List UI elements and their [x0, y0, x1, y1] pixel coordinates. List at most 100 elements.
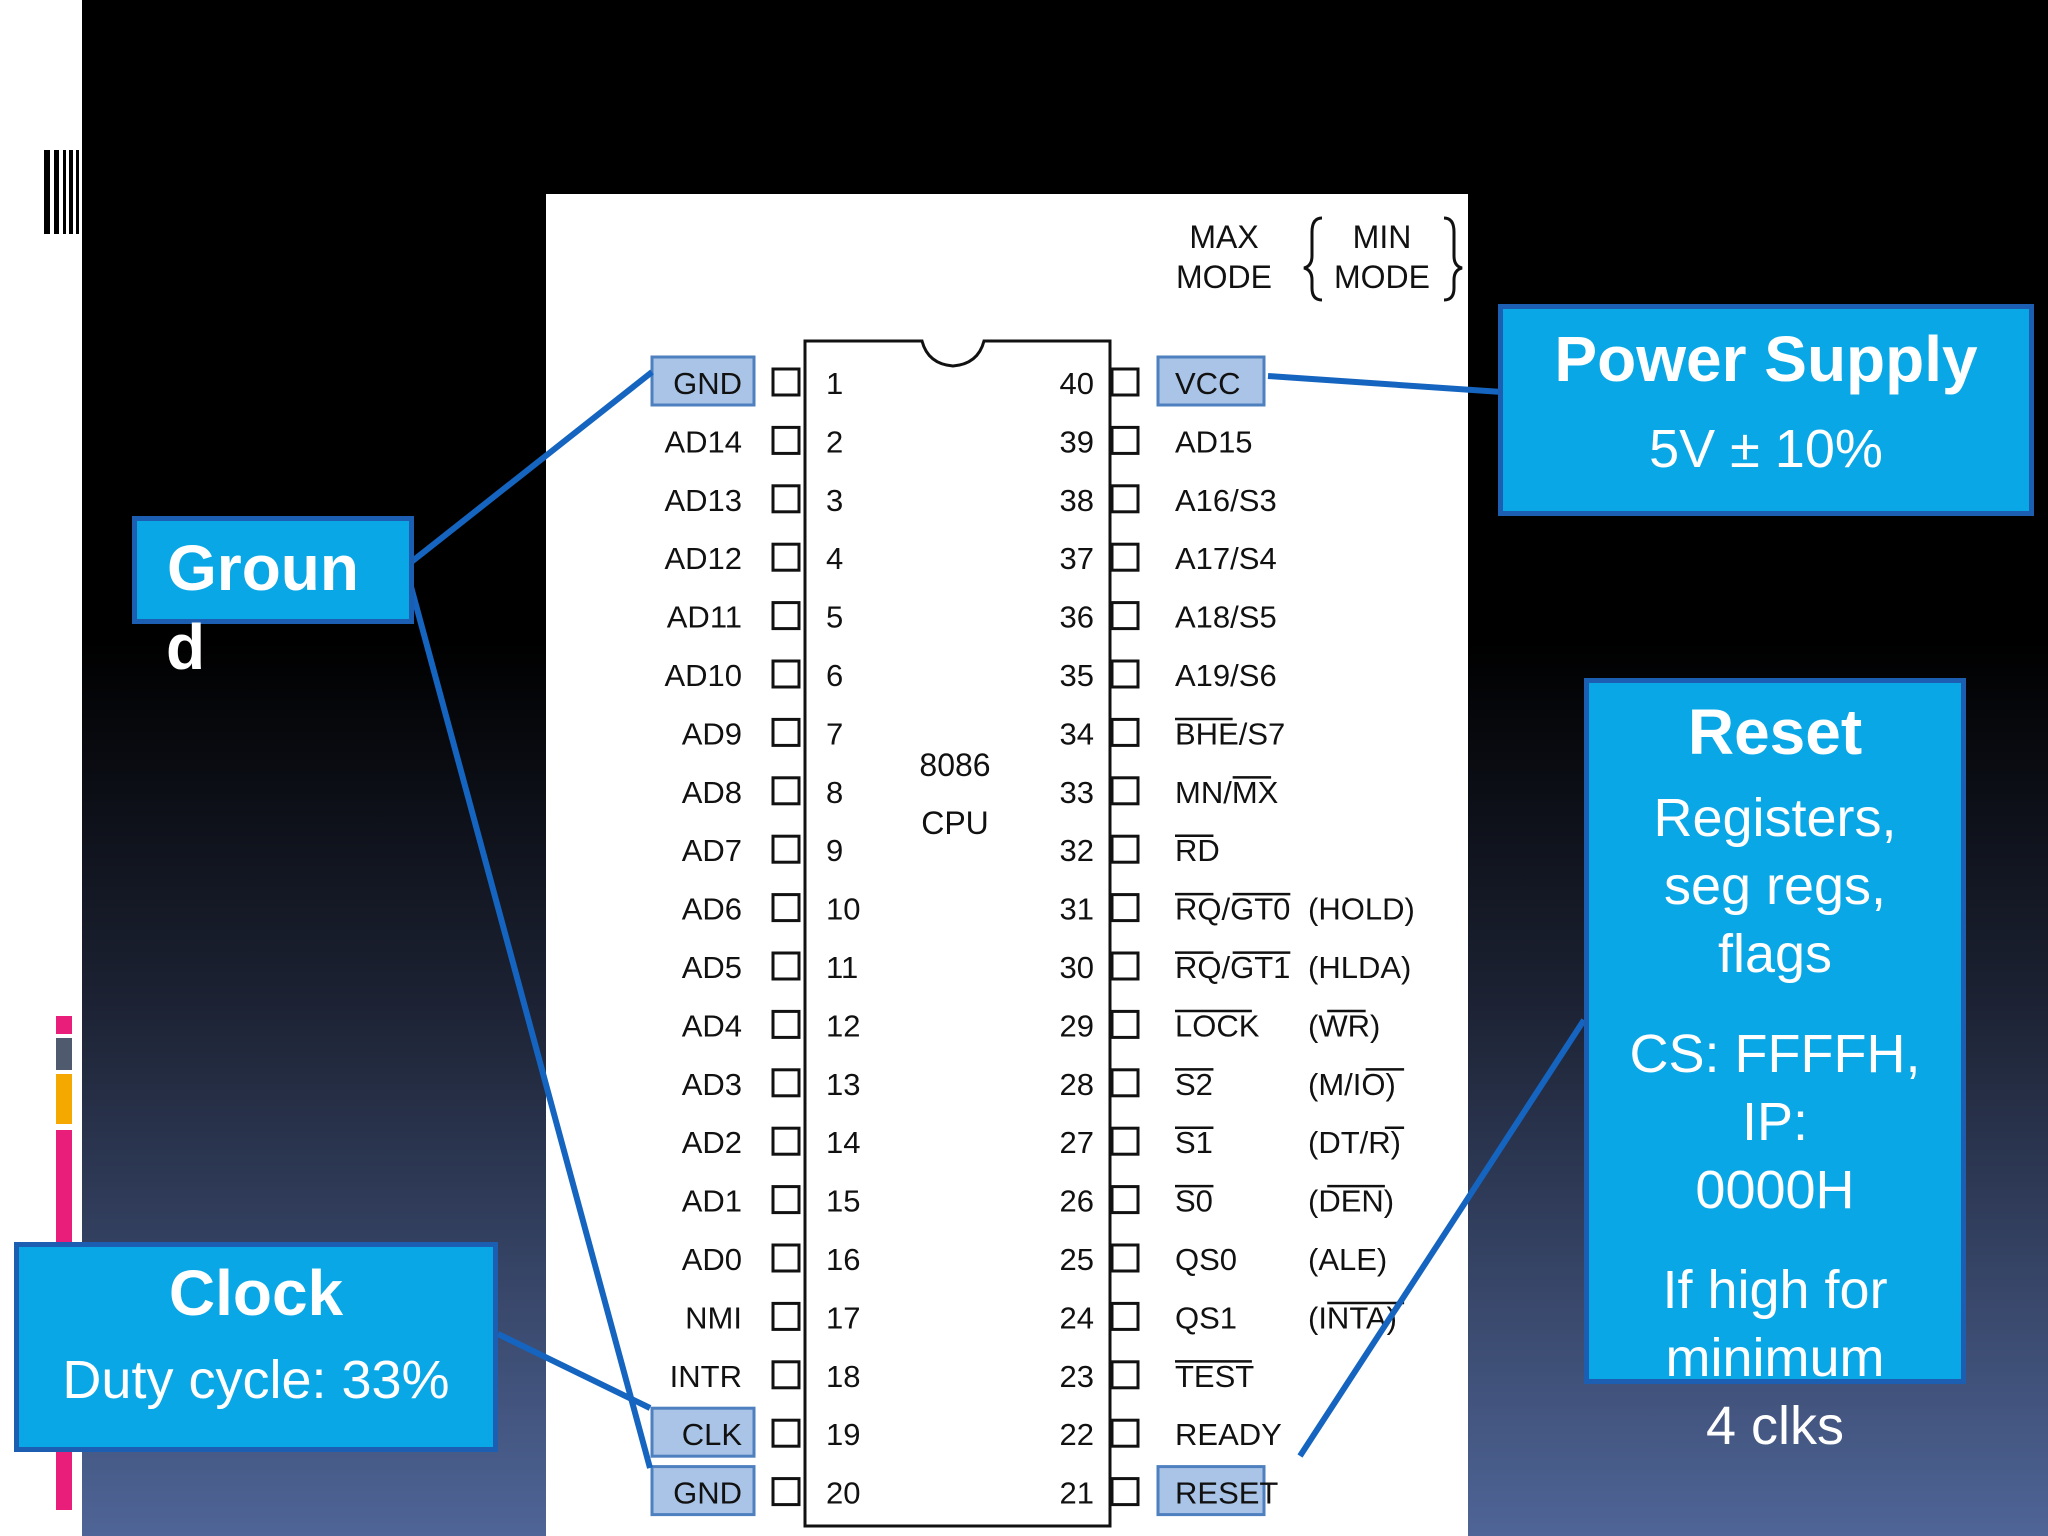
- pin-label: NMI: [685, 1300, 742, 1335]
- reset-line: seg regs,: [1663, 856, 1887, 916]
- pin-number: 21: [1060, 1476, 1094, 1511]
- pin-number: 28: [1060, 1067, 1094, 1102]
- pin-box: [771, 1068, 801, 1098]
- pin-number: 13: [826, 1067, 860, 1102]
- pin-label: AD9: [682, 716, 742, 751]
- power-leader-line: [1267, 373, 1503, 395]
- pin-box: [771, 484, 801, 514]
- pin-box: [771, 367, 801, 397]
- reset-line: IP:: [1741, 1092, 1809, 1152]
- clock-title: Clock: [168, 1257, 344, 1329]
- reset-lines-b: CS: FFFFH, IP: 0000H: [1584, 1020, 1966, 1224]
- clock-callout: Clock Duty cycle: 33%: [14, 1242, 498, 1452]
- clock-detail: Duty cycle: 33%: [62, 1350, 450, 1410]
- pin-label: AD6: [682, 892, 742, 927]
- max-mode-label-line2: MODE: [1176, 259, 1272, 295]
- reset-line: 0000H: [1695, 1160, 1855, 1220]
- power-supply-title: Power Supply: [1554, 323, 1978, 395]
- pin-box: [1110, 1301, 1140, 1331]
- pin-box: [1110, 1068, 1140, 1098]
- min-mode-brace-right: [1443, 216, 1463, 302]
- pin-number: 2: [826, 424, 843, 459]
- clock-leader-line: [496, 1331, 652, 1411]
- pin-label: QS0: [1175, 1242, 1237, 1277]
- pin-box: [771, 1009, 801, 1039]
- pin-label: AD0: [682, 1242, 742, 1277]
- pin-label: A18/S5: [1175, 600, 1277, 635]
- pin-box: [771, 834, 801, 864]
- pin-min-mode-label: (WR): [1308, 1008, 1380, 1043]
- pin-box: [1110, 1243, 1140, 1273]
- pin-number: 1: [826, 366, 843, 401]
- reset-lines-a: Registers, seg regs, flags: [1584, 784, 1966, 988]
- pin-number: 36: [1060, 600, 1094, 635]
- pin-label: RD: [1175, 833, 1220, 868]
- pin-label: BHE/S7: [1175, 716, 1285, 751]
- chip-name: 8086: [919, 747, 990, 783]
- ground-callout: Groun: [132, 516, 414, 624]
- pin-box: [1110, 1185, 1140, 1215]
- pin-box: [771, 951, 801, 981]
- reset-title: Reset: [1687, 696, 1863, 768]
- min-mode-label-line2: MODE: [1334, 259, 1430, 295]
- reset-callout: [1584, 678, 1966, 1384]
- pin-number: 23: [1060, 1359, 1094, 1394]
- pin-box: [1110, 717, 1140, 747]
- pin-box: [771, 1360, 801, 1390]
- pin-box: [771, 717, 801, 747]
- pin-box: [771, 893, 801, 923]
- ground-callout-title: Groun: [167, 532, 359, 604]
- pin-highlight-clk: [650, 1406, 756, 1458]
- pin-label: GND: [673, 366, 742, 401]
- min-mode-brace-left: [1303, 216, 1323, 302]
- pin-label: AD4: [682, 1008, 742, 1043]
- power-supply-callout: Power Supply 5V ± 10%: [1498, 304, 2034, 516]
- pin-number: 17: [826, 1300, 860, 1335]
- pin-label: RQ/GT0: [1175, 892, 1290, 927]
- reset-lines-c: If high for minimum 4 clks: [1584, 1256, 1966, 1460]
- pin-number: 5: [826, 600, 843, 635]
- pin-box: [771, 1418, 801, 1448]
- pin-number: 33: [1060, 775, 1094, 810]
- pin-number: 40: [1060, 366, 1094, 401]
- pin-number: 39: [1060, 424, 1094, 459]
- pin-label: INTR: [670, 1359, 742, 1394]
- pin-box: [1110, 484, 1140, 514]
- pin-highlight-vcc: [1156, 355, 1266, 407]
- pin-box: [1110, 1418, 1140, 1448]
- pin-number: 20: [826, 1476, 860, 1511]
- pin-number: 35: [1060, 658, 1094, 693]
- pin-box: [1110, 542, 1140, 572]
- pin-number: 32: [1060, 833, 1094, 868]
- pin-number: 11: [826, 950, 858, 985]
- reset-line: If high for: [1662, 1260, 1888, 1320]
- pin-box: [1110, 659, 1140, 689]
- pin-number: 25: [1060, 1242, 1094, 1277]
- pin-highlight-gnd: [650, 1465, 756, 1517]
- pin-number: 30: [1060, 950, 1094, 985]
- pin-number: 4: [826, 541, 843, 576]
- pin-label: AD10: [664, 658, 742, 693]
- pin-box: [771, 1477, 801, 1507]
- pin-number: 26: [1060, 1184, 1094, 1219]
- chip-body: [803, 339, 1112, 1528]
- pin-number: 38: [1060, 483, 1094, 518]
- pin-number: 19: [826, 1417, 860, 1452]
- pin-number: 37: [1060, 541, 1094, 576]
- pin-box: [771, 542, 801, 572]
- pin-number: 3: [826, 483, 843, 518]
- reset-line: minimum: [1665, 1328, 1885, 1388]
- pin-box: [1110, 601, 1140, 631]
- power-supply-detail: 5V ± 10%: [1649, 419, 1883, 479]
- pin-highlight-gnd: [650, 355, 756, 407]
- pin-label: TEST: [1175, 1359, 1254, 1394]
- pin-box: [771, 1126, 801, 1156]
- pin-label: AD8: [682, 775, 742, 810]
- pin-label: S0: [1175, 1184, 1213, 1219]
- pin-box: [1110, 951, 1140, 981]
- pin-label: MN/MX: [1175, 775, 1279, 810]
- pin-label: A16/S3: [1175, 483, 1277, 518]
- pin-label: A17/S4: [1175, 541, 1277, 576]
- pin-box: [771, 659, 801, 689]
